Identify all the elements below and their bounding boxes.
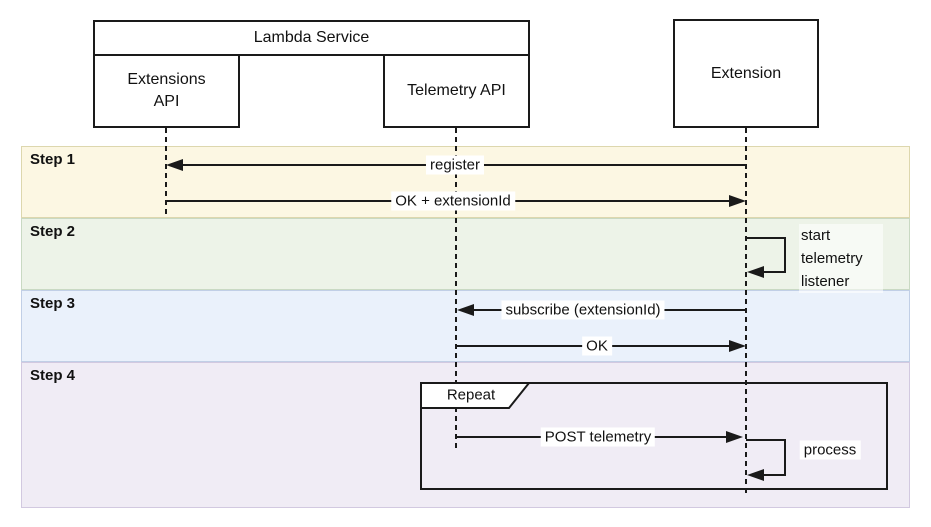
participant-box-extension: Extension [673, 19, 819, 128]
arrowhead-okext [729, 195, 746, 207]
message-label-start-telemetry-listener: start telemetry listener [799, 224, 883, 293]
participant-box-telemetry-api: Telemetry API [383, 54, 530, 128]
participant-box-lambda-service: Lambda Service [93, 20, 530, 56]
telemetry-api-label: Telemetry API [407, 82, 506, 100]
step-4-band: Step 4 [21, 362, 910, 508]
repeat-fragment-tab [420, 382, 532, 409]
arrowhead-start-listener [747, 266, 764, 278]
step-3-label: Step 3 [30, 295, 76, 312]
step-2-label: Step 2 [30, 223, 76, 240]
message-label-register: register [425, 155, 485, 175]
extensions-api-label: Extensions API [127, 71, 206, 110]
step-3-band: Step 3 [21, 290, 910, 362]
arrowhead-register [166, 159, 183, 171]
arrowhead-process [747, 469, 764, 481]
fragment-label-repeat: Repeat [446, 386, 496, 404]
self-loop-start-listener [746, 237, 786, 273]
arrowhead-subscribe [457, 304, 474, 316]
message-label-post-telemetry: POST telemetry [540, 427, 656, 447]
step-1-label: Step 1 [30, 151, 76, 168]
step-2-band: Step 2 [21, 218, 910, 290]
message-label-ok: OK [582, 336, 612, 356]
repeat-fragment-frame [420, 382, 888, 490]
message-label-ok-extensionid: OK + extensionId [391, 191, 515, 211]
arrowhead-post [726, 431, 743, 443]
arrowhead-ok [729, 340, 746, 352]
message-label-process: process [799, 440, 861, 460]
extension-label: Extension [710, 64, 782, 82]
self-loop-process [746, 439, 786, 476]
participant-box-extensions-api: Extensions API [93, 54, 240, 128]
message-label-subscribe: subscribe (extensionId) [501, 300, 665, 320]
lambda-service-label: Lambda Service [253, 29, 370, 47]
step-4-label: Step 4 [30, 367, 76, 384]
